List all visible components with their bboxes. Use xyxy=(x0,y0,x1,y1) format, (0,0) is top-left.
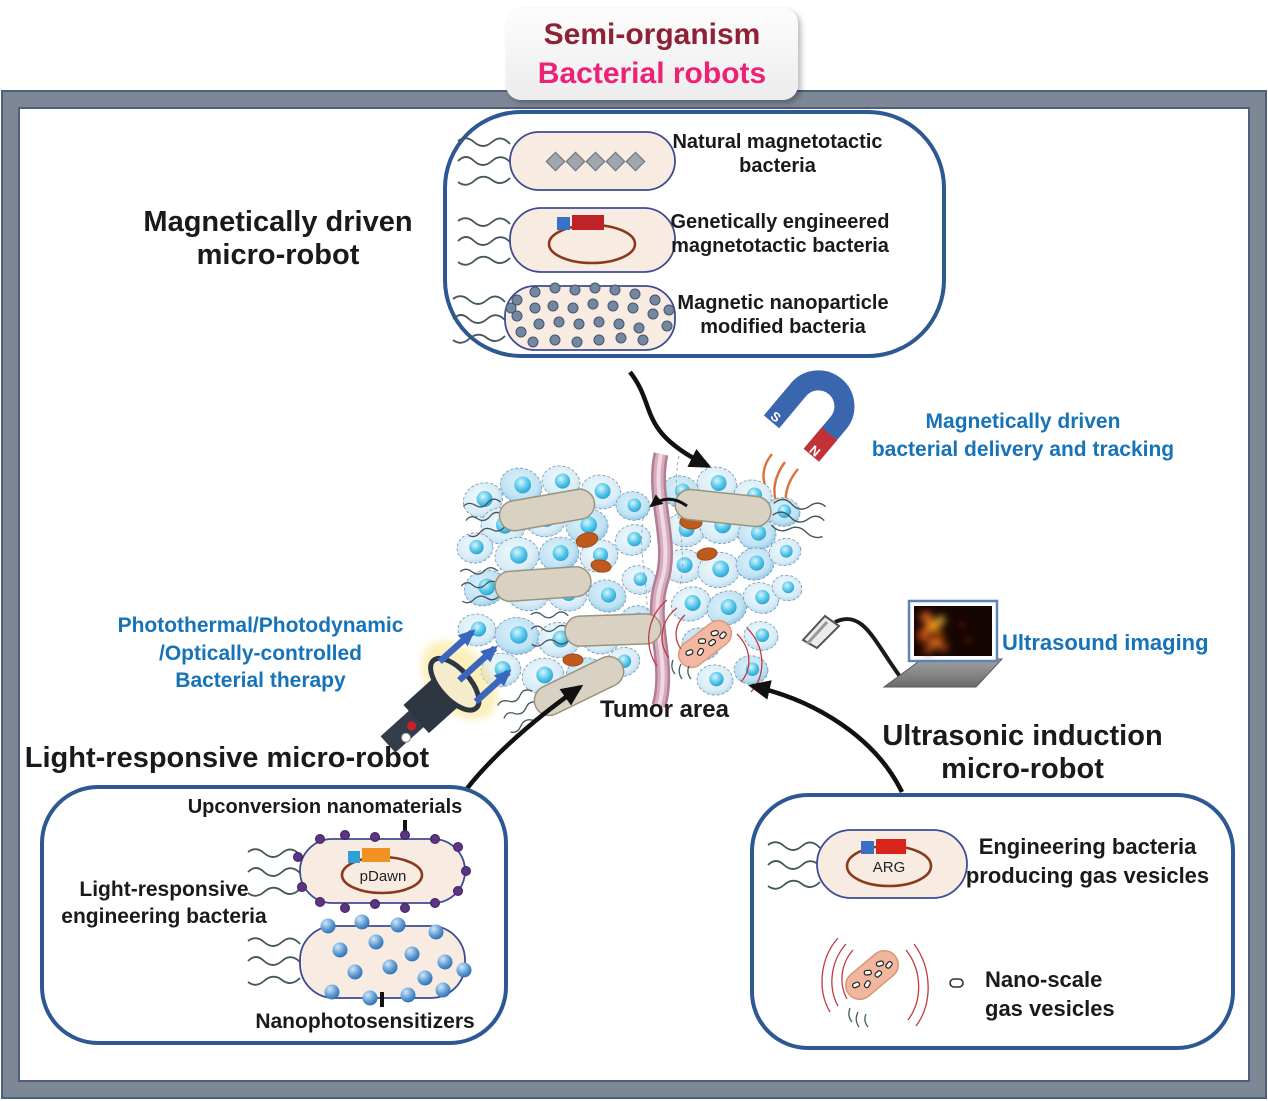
blood-vessel-icon xyxy=(641,452,684,709)
engineering-bacteria-label: Engineering bacteria producing gas vesic… xyxy=(965,834,1210,888)
nanophotosensitizer-bacterium-icon xyxy=(247,914,472,1006)
magnetic-heading: Magnetically driven micro-robot xyxy=(143,206,413,272)
sonicated-bacterium-icon xyxy=(648,599,763,693)
bacteria-rods-icon xyxy=(459,488,827,735)
gene-blue-icon xyxy=(557,217,570,230)
arrow-ultrasonic-to-tumor xyxy=(748,680,905,793)
nanoparticle-dots-icon xyxy=(505,282,675,348)
nanoparticle-modified-label: Magnetic nanoparticle modified bacteria xyxy=(677,292,889,338)
nanophotosensitizer-pointer-line xyxy=(380,992,384,1007)
nanoscale-gas-vesicles-label: Nano-scale gas vesicles xyxy=(985,967,1115,1021)
figure-frame xyxy=(1,90,1267,1099)
pdawn-plasmid-label: pDawn xyxy=(360,868,407,885)
arrow-bacterium-crossing-vessel xyxy=(649,494,688,508)
gene-orange-icon xyxy=(362,848,390,862)
tumor-illustration xyxy=(456,452,827,735)
gas-vesicle-bacterium-icon xyxy=(821,937,929,1028)
light-responsive-heading: Light-responsive micro-robot xyxy=(24,742,430,774)
tumor-area-label: Tumor area xyxy=(600,696,729,723)
ultrasound-probe-icon xyxy=(801,614,909,688)
upconversion-label: Upconversion nanomaterials xyxy=(187,796,463,818)
ultrasonic-heading: Ultrasonic induction micro-robot xyxy=(882,720,1163,786)
title-box: Semi-organism Bacterial robots xyxy=(506,8,798,100)
title-line2: Bacterial robots xyxy=(537,57,767,90)
natural-magnetotactic-label: Natural magnetotactic bacteria xyxy=(672,131,883,177)
single-gas-vesicle-icon xyxy=(949,978,964,988)
flashlight-icon xyxy=(380,629,512,753)
light-beams-icon xyxy=(437,629,512,705)
light-responsive-bacteria-label: Light-responsive engineering bacteria xyxy=(61,878,267,929)
arrow-topbox-to-tumor xyxy=(628,370,712,469)
probe-cable-icon xyxy=(834,617,909,688)
title-line1: Semi-organism xyxy=(543,18,761,51)
magnetosome-chain-icon xyxy=(545,151,646,172)
magnet-icon: S N xyxy=(762,370,855,525)
ultrasound-waves-icon xyxy=(821,937,929,1027)
arg-plasmid-label: ARG xyxy=(873,859,906,876)
nanophotosensitizer-spheres-icon xyxy=(320,914,472,1006)
gas-vesicles-inside-icon xyxy=(852,960,893,989)
arg-bacterium-icon: ARG xyxy=(767,829,968,899)
natural-magnetotactic-bacterium-icon xyxy=(457,131,676,191)
pdawn-bacterium-icon: pDawn xyxy=(247,830,471,913)
gene-red-icon xyxy=(876,839,906,854)
gene-blue-icon xyxy=(348,851,360,863)
light-responsive-box xyxy=(40,785,508,1045)
engineered-magnetotactic-label: Genetically engineered magnetotactic bac… xyxy=(670,211,890,257)
phototherapy-annotation: Photothermal/Photodynamic /Optically-con… xyxy=(117,614,404,693)
engineered-magnetotactic-bacterium-icon xyxy=(457,207,676,273)
nanophotosensitizers-label: Nanophotosensitizers xyxy=(255,1010,475,1033)
nanoparticle-modified-bacterium-icon xyxy=(452,282,676,351)
ultrasound-imaging-label: Ultrasound imaging xyxy=(1002,630,1209,655)
gene-blue-icon xyxy=(861,841,874,854)
gene-red-icon xyxy=(572,215,604,230)
upconversion-pointer-line xyxy=(403,820,407,835)
upconversion-dots-icon xyxy=(293,830,471,913)
magnetic-delivery-annotation: Magnetically driven bacterial delivery a… xyxy=(871,410,1175,461)
laptop-icon xyxy=(882,599,1004,688)
